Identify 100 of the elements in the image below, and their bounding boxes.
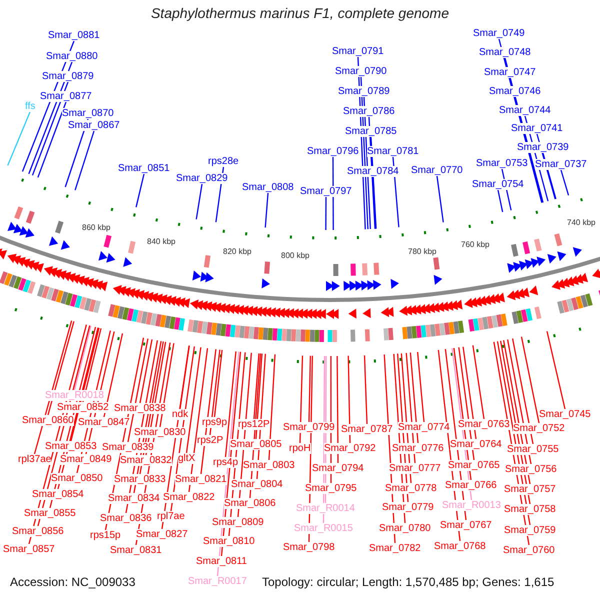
gene-label: Smar_0798	[283, 542, 335, 552]
leader-line	[268, 354, 276, 460]
leader-line	[224, 351, 236, 458]
gene-label: Smar_0791	[332, 46, 384, 56]
gene-label: Smar_0744	[499, 104, 551, 116]
gene-label: Smar_0822	[163, 492, 215, 502]
gene-label: Smar_0764	[450, 438, 502, 450]
gene-label: Smar_0780	[379, 522, 431, 534]
scale-label: 800 kbp	[281, 250, 310, 260]
leader-line	[560, 170, 570, 196]
gene-label: Smar_0781	[367, 146, 419, 156]
gene-label: Smar_0759	[504, 524, 556, 536]
gene-label: Smar_0758	[504, 504, 556, 514]
leader-line	[472, 345, 485, 420]
leader-line	[103, 333, 124, 418]
gene-label: Smar_0880	[46, 50, 98, 62]
footer-text: Topology: circular; Length: 1,570,485 bp; Genes: 1,615	[262, 575, 554, 589]
gene-label: Smar_0821	[175, 474, 227, 484]
gene-label: Smar_0857	[3, 544, 55, 554]
gene-label: Smar_0741	[511, 122, 563, 134]
footer-text: Accession: NC_009033	[10, 575, 136, 589]
scale-label: 780 kbp	[408, 246, 436, 256]
gene-label: Smar_0763	[458, 418, 510, 430]
leader-line	[255, 354, 263, 440]
gene-label: Smar_0839	[102, 442, 154, 452]
gene-label: Smar_0877	[40, 90, 92, 102]
gene-label: Smar_0745	[539, 408, 591, 420]
gene-label: Smar_0809	[212, 516, 264, 528]
leader-line	[159, 343, 174, 428]
leader-line	[372, 176, 376, 229]
gene-label: Smar_0760	[503, 544, 555, 556]
gene-label: Smar_0778	[385, 482, 437, 494]
gene-label: Smar_R0013	[442, 500, 501, 510]
gene-label: Smar_0757	[504, 484, 556, 494]
leader-line	[410, 352, 419, 444]
gene-label: Smar_0867	[68, 120, 120, 130]
leader-line	[308, 356, 311, 422]
scale-label: 820 kbp	[223, 247, 252, 256]
gene-label: Smar_0851	[118, 162, 170, 174]
gene-label: rpl7ae	[157, 510, 185, 522]
leader-line	[436, 176, 444, 222]
gene-label: Smar_0805	[230, 438, 282, 450]
leader-line	[546, 331, 566, 410]
gene-label: Smar_0852	[57, 402, 109, 412]
scale-label: 740 kbp	[567, 218, 596, 227]
gene-label: Smar_0795	[305, 482, 357, 494]
gene-label: rpl37ae	[18, 454, 52, 464]
gene-label: ndk	[172, 408, 188, 420]
leader-line	[47, 321, 74, 416]
gene-label: Smar_0784	[347, 166, 399, 176]
gene-label: Smar_0753	[476, 158, 528, 168]
gene-label: Smar_0870	[62, 108, 114, 118]
gene-label: Smar_0774	[398, 422, 450, 432]
leader-line	[392, 156, 400, 228]
gene-label: Smar_0855	[24, 508, 76, 518]
gene-label: Smar_0767	[440, 520, 492, 530]
leader-line	[364, 355, 368, 424]
leader-line	[325, 197, 327, 230]
gene-label: Smar_0749	[473, 28, 525, 38]
gene-label: Smar_0765	[448, 460, 500, 470]
gene-label: Smar_0811	[196, 556, 247, 566]
gene-label: Smar_0786	[343, 106, 395, 116]
gene-label: rps12P	[238, 418, 270, 430]
gene-label: rps4p	[213, 456, 238, 468]
gene-label: Smar_0810	[203, 536, 255, 546]
leader-line	[139, 339, 153, 404]
scale-label: 760 kbp	[461, 240, 490, 250]
leader-line	[37, 102, 67, 178]
gene-label: Smar_0881	[48, 30, 100, 40]
scale-label: 860 kbp	[82, 222, 110, 232]
gene-label: Smar_R0015	[294, 522, 353, 534]
gene-label: Smar_0777	[389, 462, 441, 474]
title: Staphylothermus marinus F1, complete genome	[150, 5, 450, 21]
leader-line	[127, 338, 148, 442]
gene-label: Smar_0853	[45, 440, 97, 452]
leader-line	[186, 347, 202, 454]
gene-label: Smar_0792	[324, 442, 376, 454]
gene-label: Smar_0796	[307, 146, 359, 156]
leader-line	[74, 326, 92, 390]
gene-label: Smar_0782	[369, 542, 421, 554]
gene-label: Smar_0836	[100, 512, 152, 524]
leader-line	[136, 174, 145, 208]
leader-line	[512, 338, 534, 444]
gene-label: Smar_0768	[434, 540, 486, 552]
gene-label: Smar_0856	[12, 526, 64, 536]
leader-line	[179, 346, 190, 410]
gene-label: Smar_0752	[513, 422, 565, 434]
gene-label: Smar_0739	[517, 142, 569, 152]
gene-label: Smar_0830	[134, 426, 186, 438]
gene-label: Smar_0831	[110, 544, 162, 556]
leader-line	[188, 348, 208, 492]
gene-label: Smar_0770	[411, 164, 463, 176]
gene-label: Smar_0799	[283, 422, 335, 432]
gene-label: Smar_0854	[32, 488, 84, 500]
gene-label: Smar_R0017	[188, 576, 247, 586]
gene-label: Smar_0746	[489, 86, 541, 96]
gene-label: Smar_R0014	[296, 502, 355, 514]
gene-label: Smar_0785	[345, 126, 397, 136]
gene-label: ffs	[25, 100, 36, 112]
gene-label: rps15p	[90, 530, 121, 540]
